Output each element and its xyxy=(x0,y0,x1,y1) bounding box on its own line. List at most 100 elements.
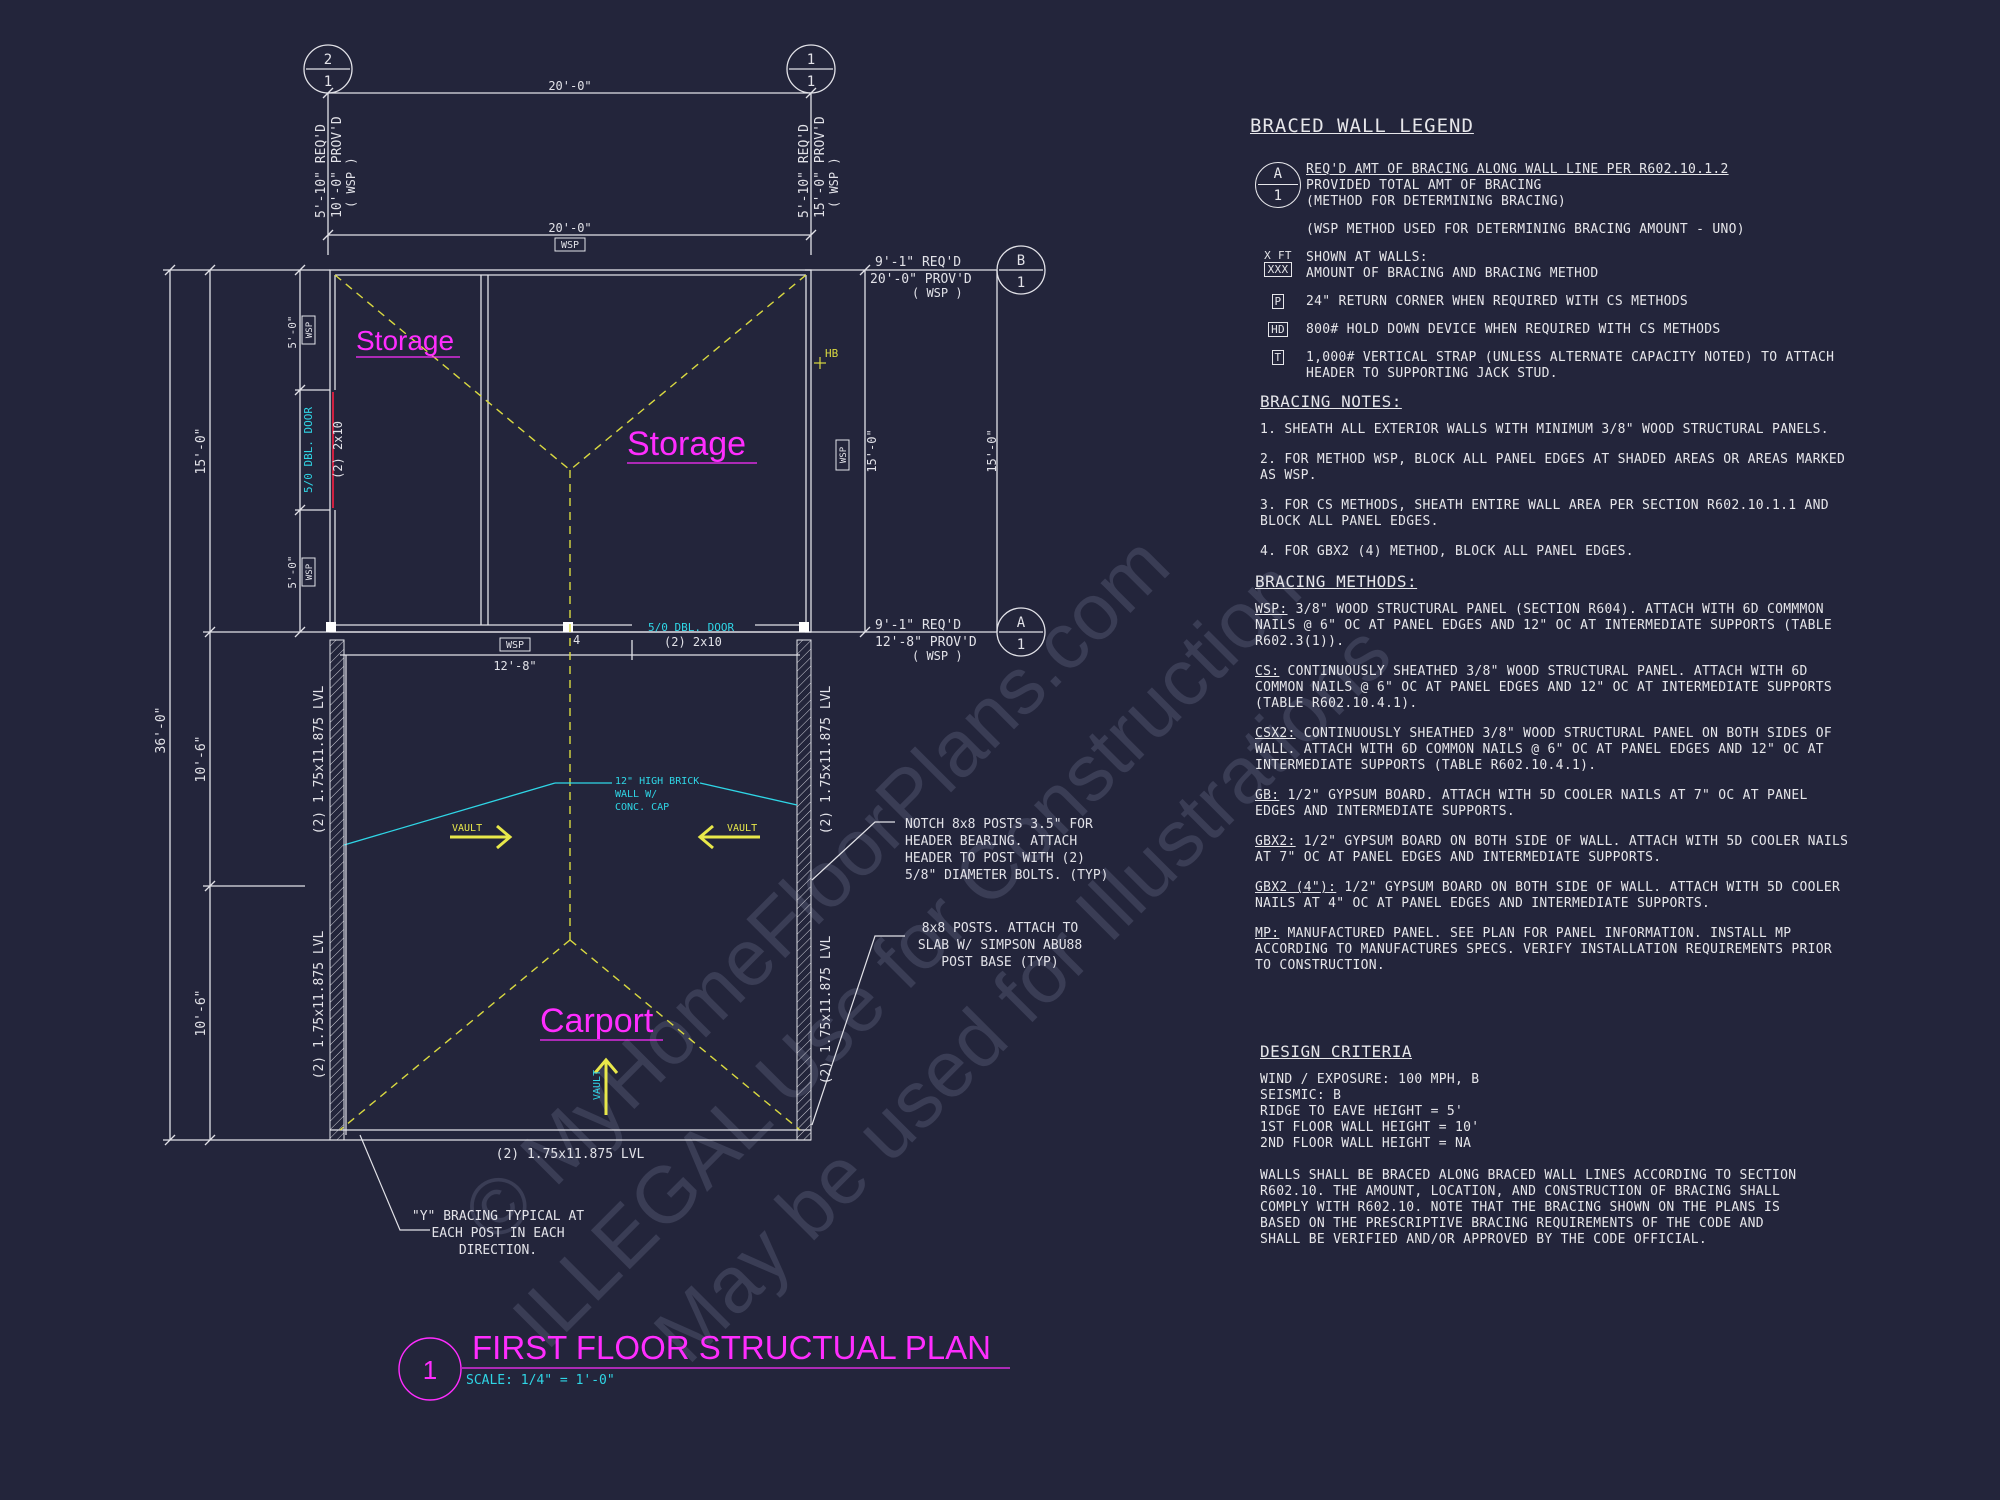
xft-label: X FT xyxy=(1264,249,1292,262)
vault-right-label: VAULT xyxy=(727,823,757,834)
bracing-notes-title: BRACING NOTES: xyxy=(1260,392,1402,411)
posts-note-1: 8x8 POSTS. ATTACH TO xyxy=(922,921,1079,936)
notch-note-4: 5/8" DIAMETER BOLTS. (TYP) xyxy=(905,868,1109,883)
bracing-left-method: ( WSP ) xyxy=(344,157,358,208)
roof-hip-lines xyxy=(334,274,807,1131)
legend-symbol-line-1: REQ'D AMT OF BRACING ALONG WALL LINE PER… xyxy=(1306,162,1729,177)
bracing-b-prov: 20'-0" PROV'D xyxy=(870,272,972,287)
y-bracing-note-2: EACH POST IN EACH xyxy=(431,1226,564,1241)
left-door-label: 5/0 DBL. DOOR xyxy=(302,407,315,493)
bracing-a-prov: 12'-8" PROV'D xyxy=(875,635,977,650)
grid-1-bottom: 1 xyxy=(807,74,815,90)
legend-p-text: 24" RETURN CORNER WHEN REQUIRED WITH CS … xyxy=(1306,294,1688,309)
bracing-right-prov: 15'-0" PROV'D xyxy=(813,116,828,218)
legend-p-row: P 24" RETURN CORNER WHEN REQUIRED WITH C… xyxy=(1250,294,1850,310)
dim-left-upper: 15'-0" xyxy=(194,428,209,475)
mid-door-label: 5/0 DBL. DOOR xyxy=(648,621,734,634)
posts-note-2: SLAB W/ SIMPSON ABU88 xyxy=(918,938,1082,953)
grid-b-top: B xyxy=(1017,253,1025,269)
hold-down-tag: HB xyxy=(825,347,839,360)
bracing-note-1: 1. SHEATH ALL EXTERIOR WALLS WITH MINIMU… xyxy=(1260,422,1829,437)
legend-hd-text: 800# HOLD DOWN DEVICE WHEN REQUIRED WITH… xyxy=(1306,322,1721,337)
y-bracing-note-1: "Y" BRACING TYPICAL AT xyxy=(412,1209,584,1224)
room-label-storage-small: Storage xyxy=(356,325,454,356)
tag-top-wsp: WSP xyxy=(561,240,579,251)
p-box-icon: P xyxy=(1271,294,1285,309)
bracing-a-req: 9'-1" REQ'D xyxy=(875,618,961,633)
beam-right-upper: (2) 1.75x11.875 LVL xyxy=(819,685,834,834)
brick-note-2: WALL W/ xyxy=(615,789,657,800)
plan-title: FIRST FLOOR STRUCTUAL PLAN xyxy=(472,1329,991,1366)
dim-top-wall: 20'-0" xyxy=(548,221,591,235)
beam-left-upper: (2) 1.75x11.875 LVL xyxy=(312,685,327,834)
posts-note-3: POST BASE (TYP) xyxy=(941,955,1058,970)
dim-right-inner: 15'-0" xyxy=(865,429,879,472)
bracing-b-method: ( WSP ) xyxy=(912,286,963,300)
bracing-b-req: 9'-1" REQ'D xyxy=(875,255,961,270)
design-1st-floor: 1ST FLOOR WALL HEIGHT = 10' xyxy=(1260,1120,1480,1135)
method-wsp: WSP: 3/8" WOOD STRUCTURAL PANEL (SECTION… xyxy=(1255,602,1832,649)
notch-note-1: NOTCH 8x8 POSTS 3.5" FOR xyxy=(905,817,1093,832)
design-closing-note: WALLS SHALL BE BRACED ALONG BRACED WALL … xyxy=(1260,1168,1797,1247)
bracing-note-4: 4. FOR GBx2 (4) METHOD, BLOCK ALL PANEL … xyxy=(1260,544,1634,559)
beam-bottom: (2) 1.75x11.875 LVL xyxy=(496,1147,645,1162)
dim-left-seg-a: 5'-0" xyxy=(286,315,299,348)
post-mark: 4 xyxy=(573,633,580,647)
beam-left-lower: (2) 1.75x11.875 LVL xyxy=(312,930,327,1079)
design-seismic: SEISMIC: B xyxy=(1260,1088,1342,1103)
legend-t-row: T 1,000# VERTICAL STRAP (UNLESS ALTERNAT… xyxy=(1250,350,1850,382)
beam-right-lower: (2) 1.75x11.875 LVL xyxy=(819,935,834,1084)
room-label-storage-large: Storage xyxy=(627,425,746,463)
bracing-left-prov: 10'-0" PROV'D xyxy=(330,116,345,218)
design-wind: WIND / EXPOSURE: 100 MPH, B xyxy=(1260,1072,1480,1087)
method-gbx2-4: GBx2 (4"): 1/2" GYPSUM BOARD ON BOTH SID… xyxy=(1255,880,1841,911)
legend-symbol-line-2: PROVIDED TOTAL AMT OF BRACING xyxy=(1306,178,1542,193)
dim-overall-height: 36'-0" xyxy=(154,707,169,754)
dim-top-overall: 20'-0" xyxy=(548,79,591,93)
brick-wall-leader xyxy=(343,782,798,846)
design-ridge: RIDGE TO EAVE HEIGHT = 5' xyxy=(1260,1104,1464,1119)
bracing-note-3: 3. FOR CS METHODS, SHEATH ENTIRE WALL AR… xyxy=(1260,498,1829,529)
legend-hd-row: HD 800# HOLD DOWN DEVICE WHEN REQUIRED W… xyxy=(1250,322,1850,338)
bracing-right-req: 5'-10" REQ'D xyxy=(797,124,812,218)
legend-xft-line-2: AMOUNT OF BRACING AND BRACING METHOD xyxy=(1306,266,1599,281)
carport-side-walls xyxy=(326,622,812,1141)
bracing-a-method: ( WSP ) xyxy=(912,649,963,663)
method-gb: GB: 1/2" GYPSUM BOARD. ATTACH WITH 5d CO… xyxy=(1255,788,1808,819)
grid-a-bottom: 1 xyxy=(1017,637,1025,653)
notch-note-2: HEADER BEARING. ATTACH xyxy=(905,834,1077,849)
vault-left-label: VAULT xyxy=(452,823,482,834)
dim-left-mid: 10'-6" xyxy=(194,736,209,783)
legend-xft-line-1: SHOWN AT WALLS: xyxy=(1306,250,1428,265)
tag-left-wsp-a: WSP xyxy=(305,321,315,338)
legend-wsp-method-note: (WSP METHOD USED FOR DETERMINING BRACING… xyxy=(1306,222,1745,237)
dim-mid-span: 12'-8" xyxy=(493,659,536,673)
legend-title: BRACED WALL LEGEND xyxy=(1250,115,1474,137)
legend-t-text: 1,000# VERTICAL STRAP (UNLESS ALTERNATE … xyxy=(1306,350,1835,381)
legend-symbol-line-3: (METHOD FOR DETERMINING BRACING) xyxy=(1306,194,1567,209)
vault-arrows xyxy=(450,824,760,1115)
mid-door-header: (2) 2x10 xyxy=(664,635,722,649)
dim-left-seg-b: 5'-0" xyxy=(286,555,299,588)
grid-1-top: 1 xyxy=(807,52,815,68)
method-mp: MP: MANUFACTURED PANEL. SEE PLAN FOR PAN… xyxy=(1255,926,1832,973)
method-csx2: CSx2: CONTINUOUSLY SHEATHED 3/8" WOOD ST… xyxy=(1255,726,1832,773)
grid-2-top: 2 xyxy=(324,52,332,68)
method-gbx2: GBx2: 1/2" GYPSUM BOARD ON BOTH SIDE OF … xyxy=(1255,834,1849,865)
dim-left-low: 10'-6" xyxy=(194,990,209,1037)
vault-bottom-label: VAULT xyxy=(592,1070,603,1100)
bracing-right-method: ( WSP ) xyxy=(827,157,841,208)
bracing-left-req: 5'-10" REQ'D xyxy=(314,124,329,218)
brick-note-3: CONC. CAP xyxy=(615,802,669,813)
design-2nd-floor: 2ND FLOOR WALL HEIGHT = NA xyxy=(1260,1136,1472,1151)
plan-scale: SCALE: 1/4" = 1'-0" xyxy=(466,1373,615,1388)
grid-2-bottom: 1 xyxy=(324,74,332,90)
brick-note-1: 12" HIGH BRICK xyxy=(615,776,699,787)
method-cs: CS: CONTINUOUSLY SHEATHED 3/8" WOOD STRU… xyxy=(1255,664,1832,711)
tag-mid-wsp: WSP xyxy=(506,640,524,651)
bracing-note-2: 2. FOR METHOD WSP, BLOCK ALL PANEL EDGES… xyxy=(1260,452,1846,483)
dim-right-outer: 15'-0" xyxy=(985,429,999,472)
